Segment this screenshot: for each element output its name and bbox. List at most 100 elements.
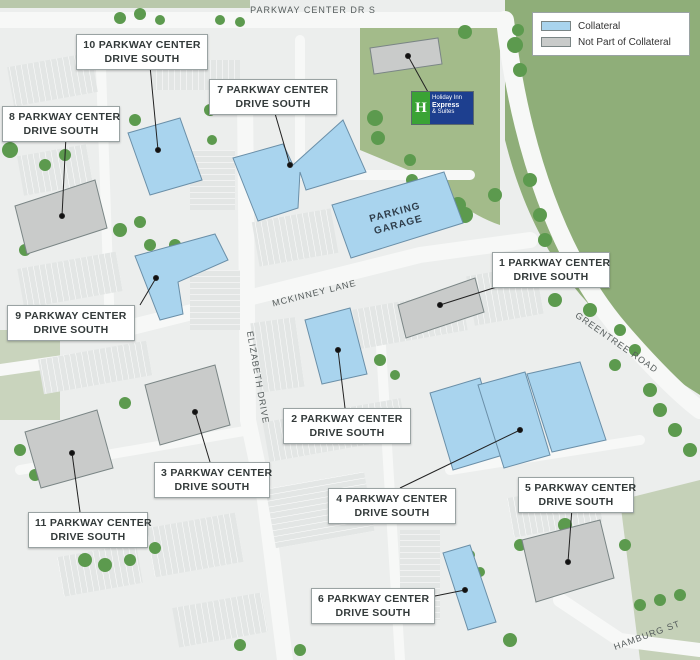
tree xyxy=(629,344,641,356)
legend-swatch-collateral xyxy=(541,21,571,31)
label-line1: 10 PARKWAY CENTER xyxy=(83,39,201,51)
label-5-parkway-center: 5 PARKWAY CENTER DRIVE SOUTH xyxy=(518,477,637,513)
parking-lot xyxy=(57,543,143,597)
tree xyxy=(155,15,165,25)
label-line1: 9 PARKWAY CENTER xyxy=(15,310,127,322)
parking-lot xyxy=(146,512,244,578)
pin xyxy=(405,53,411,59)
road-hamburg xyxy=(553,593,700,657)
parking-lot xyxy=(190,270,240,330)
label-2-parkway-center: 2 PARKWAY CENTER DRIVE SOUTH xyxy=(283,408,411,444)
label-line2: DRIVE SOUTH xyxy=(538,496,614,508)
label-6-parkway-center: 6 PARKWAY CENTER DRIVE SOUTH xyxy=(311,588,435,624)
label-line2: DRIVE SOUTH xyxy=(354,507,430,519)
label-line2: DRIVE SOUTH xyxy=(50,531,126,543)
label-line2: DRIVE SOUTH xyxy=(335,607,411,619)
leader-line xyxy=(429,589,466,598)
tree xyxy=(683,443,697,457)
tree xyxy=(367,110,383,126)
pin xyxy=(462,587,468,593)
label-line1: 11 PARKWAY CENTER xyxy=(35,517,152,529)
tree xyxy=(129,114,141,126)
tree xyxy=(488,188,502,202)
tree xyxy=(513,63,527,77)
tree xyxy=(144,239,156,251)
hotel-brand-text: Holiday Inn Express & Suites xyxy=(430,92,473,124)
road-greentree xyxy=(496,11,700,419)
parking-garage-text: PARKING GARAGE xyxy=(368,201,424,237)
tree xyxy=(149,542,161,554)
leader-line xyxy=(149,65,159,151)
leader-line xyxy=(139,277,157,306)
parking-lot xyxy=(37,340,153,395)
pin xyxy=(69,450,75,456)
leader-line xyxy=(71,452,81,513)
tree xyxy=(654,594,666,606)
tree xyxy=(124,554,136,566)
leader-line xyxy=(399,429,521,489)
tree xyxy=(374,354,386,366)
building-6-parkway xyxy=(442,544,497,631)
building-9-parkway xyxy=(134,233,229,321)
green-strip-north xyxy=(0,0,250,8)
tree xyxy=(119,397,131,409)
parking-lot xyxy=(7,52,98,107)
tree xyxy=(523,173,537,187)
label-line1: 4 PARKWAY CENTER xyxy=(336,493,448,505)
building-11-parkway xyxy=(24,409,114,489)
label-line1: 5 PARKWAY CENTER xyxy=(525,482,637,494)
tree xyxy=(215,15,225,25)
tree xyxy=(235,17,245,27)
label-line1: 3 PARKWAY CENTER xyxy=(161,467,273,479)
tree xyxy=(634,599,646,611)
label-line2: DRIVE SOUTH xyxy=(309,427,385,439)
pin xyxy=(287,162,293,168)
hotel-name-line2: Express xyxy=(432,102,460,109)
hotel-brand-mark: H xyxy=(412,92,430,124)
tree xyxy=(614,324,626,336)
label-line2: DRIVE SOUTH xyxy=(513,271,589,283)
label-line2: DRIVE SOUTH xyxy=(23,125,99,137)
tree xyxy=(134,216,146,228)
tree xyxy=(207,135,217,145)
building-4-parkway-middle xyxy=(477,371,551,469)
legend-label-collateral: Collateral xyxy=(578,20,621,32)
building-4-parkway-east xyxy=(526,361,607,453)
collateral-buildings xyxy=(127,117,607,631)
tree xyxy=(619,539,631,551)
label-9-parkway-center: 9 PARKWAY CENTER DRIVE SOUTH xyxy=(7,305,135,341)
tree xyxy=(512,24,524,36)
label-line1: 1 PARKWAY CENTER xyxy=(499,257,611,269)
label-10-parkway-center: 10 PARKWAY CENTER DRIVE SOUTH xyxy=(76,34,208,70)
legend-swatch-not-collateral xyxy=(541,37,571,47)
building-10-parkway xyxy=(127,117,203,196)
parking-lot xyxy=(17,251,123,309)
tree xyxy=(583,303,597,317)
parking-lot xyxy=(17,144,93,196)
tree xyxy=(134,8,146,20)
tree xyxy=(507,37,523,53)
hotel-name-line1: Holiday Inn xyxy=(432,95,463,101)
label-line1: 7 PARKWAY CENTER xyxy=(217,84,329,96)
tree xyxy=(609,359,621,371)
tree xyxy=(503,633,517,647)
street-label-parkway-center-dr-s: PARKWAY CENTER DR S xyxy=(250,5,376,15)
non-collateral-buildings xyxy=(14,37,615,603)
tree xyxy=(404,154,416,166)
green-area-east xyxy=(505,0,700,395)
building-3-parkway xyxy=(144,364,231,446)
label-line1: 2 PARKWAY CENTER xyxy=(291,413,403,425)
leader-line xyxy=(61,135,67,217)
leader-line xyxy=(273,109,291,166)
green-area-west xyxy=(0,330,60,420)
tree xyxy=(533,208,547,222)
pin xyxy=(335,347,341,353)
tree xyxy=(114,12,126,24)
tree xyxy=(14,444,26,456)
pin xyxy=(153,275,159,281)
leader-line xyxy=(567,507,573,563)
tree xyxy=(458,25,472,39)
legend-label-not-collateral: Not Part of Collateral xyxy=(578,36,671,48)
legend-row-collateral: Collateral xyxy=(541,18,681,34)
